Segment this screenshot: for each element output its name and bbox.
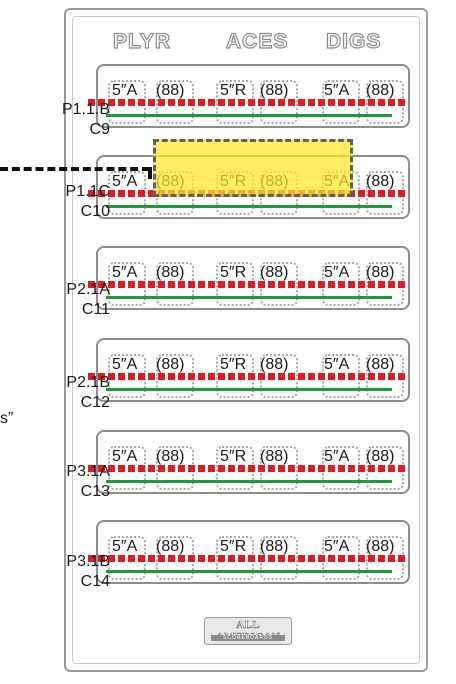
highlight-selection-box [153, 139, 353, 197]
green-led-strip [106, 570, 392, 573]
callout-dashed-line [0, 167, 150, 171]
plyr-value: 5″A [112, 356, 138, 373]
digs-value: 5″A [324, 538, 350, 555]
header-aces: ACES [225, 29, 289, 53]
scoreboard-inner-border [72, 16, 420, 664]
red-led-strip [88, 281, 408, 288]
aces-digits: (88) [260, 448, 289, 465]
row-label-circuit: C9 [89, 121, 110, 138]
aces-digits: (88) [260, 82, 289, 99]
aces-value: 5″R [220, 448, 247, 465]
digs-digits: (88) [366, 538, 395, 555]
score-row: 5″A (88) 5″R (88) 5″A (88) [88, 430, 410, 494]
red-led-strip [88, 99, 408, 106]
green-led-strip [106, 205, 392, 208]
digs-value: 5″A [324, 356, 350, 373]
digs-value: 5″A [324, 82, 350, 99]
row-label-circuit: C12 [80, 394, 110, 411]
red-led-strip [88, 465, 408, 472]
row-label: P2.1A C11 [40, 280, 110, 320]
plyr-digits: (88) [156, 82, 185, 99]
plyr-digits: (88) [156, 264, 185, 281]
score-row: 5″A (88) 5″R (88) 5″A (88) [88, 64, 410, 128]
plyr-digits: (88) [156, 356, 185, 373]
green-led-strip [106, 480, 392, 483]
aces-digits: (88) [260, 356, 289, 373]
digs-value: 5″A [324, 264, 350, 281]
callout-dashed-line-drop [148, 167, 152, 179]
plyr-value: 5″A [112, 538, 138, 555]
row-label-position: P1.1C [65, 183, 110, 200]
row-label-position: P1.1.B [61, 101, 110, 118]
row-label-position: P3.1B [66, 553, 110, 570]
plyr-value: 5″A [112, 448, 138, 465]
all-american-logo: ALL AMERICAN SCOREBOARDS [204, 617, 292, 645]
aces-digits: (88) [260, 538, 289, 555]
row-label-position: P3.1A [66, 463, 110, 480]
edge-text-fragment: s” [0, 410, 14, 427]
green-led-strip [106, 388, 392, 391]
red-led-strip [88, 373, 408, 380]
green-led-strip [106, 296, 392, 299]
score-row: 5″A (88) 5″R (88) 5″A (88) [88, 520, 410, 584]
digs-digits: (88) [366, 448, 395, 465]
row-label: P1.1C C10 [40, 182, 110, 222]
aces-value: 5″R [220, 264, 247, 281]
plyr-digits: (88) [156, 448, 185, 465]
aces-value: 5″R [220, 356, 247, 373]
row-label-circuit: C11 [81, 301, 110, 318]
row-label-circuit: C10 [80, 203, 110, 220]
row-label-circuit: C13 [80, 483, 110, 500]
row-label-position: P2.1B [66, 374, 110, 391]
digs-value: 5″A [324, 448, 350, 465]
logo-tagline: SCOREBOARDS [211, 635, 285, 641]
plyr-value: 5″A [112, 82, 138, 99]
digs-digits: (88) [366, 356, 395, 373]
row-label: P3.1A C13 [40, 462, 110, 502]
row-label-position: P2.1A [66, 281, 110, 298]
row-label-circuit: C14 [80, 573, 110, 590]
aces-value: 5″R [220, 82, 247, 99]
digs-digits: (88) [366, 173, 395, 190]
header-plyr: PLYR [112, 29, 172, 53]
row-label: P2.1B C12 [40, 373, 110, 413]
plyr-digits: (88) [156, 538, 185, 555]
score-row: 5″A (88) 5″R (88) 5″A (88) [88, 246, 410, 310]
row-label: P1.1.B C9 [40, 100, 110, 140]
green-led-strip [106, 114, 392, 117]
digs-digits: (88) [366, 264, 395, 281]
plyr-value: 5″A [112, 173, 138, 190]
header-digs: DIGS [325, 29, 382, 53]
plyr-value: 5″A [112, 264, 138, 281]
row-label: P3.1B C14 [40, 552, 110, 592]
digs-digits: (88) [366, 82, 395, 99]
aces-value: 5″R [220, 538, 247, 555]
red-led-strip [88, 555, 408, 562]
score-row: 5″A (88) 5″R (88) 5″A (88) [88, 338, 410, 402]
aces-digits: (88) [260, 264, 289, 281]
